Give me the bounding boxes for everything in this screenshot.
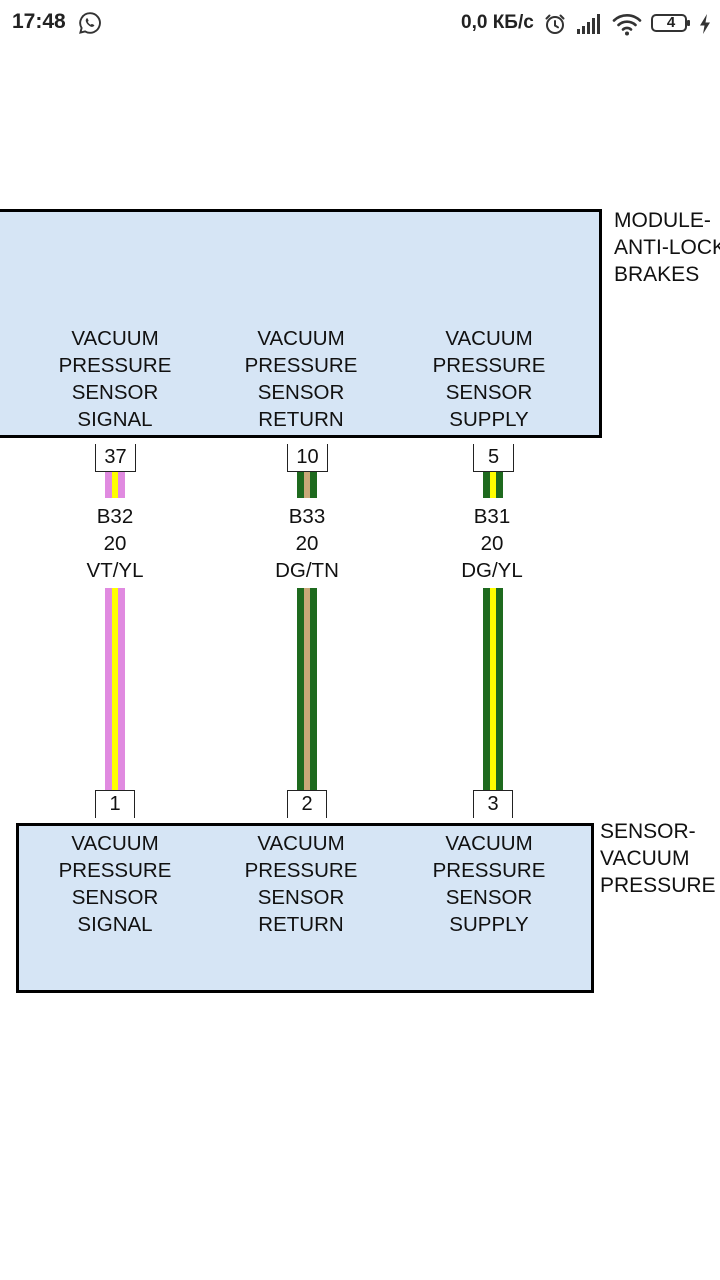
battery-icon xyxy=(651,14,690,32)
sensor-pin-2: 2 xyxy=(287,790,327,818)
abs-module-box xyxy=(0,209,602,438)
wire-circuit: B33 xyxy=(288,505,326,528)
wire-b32-info: B32 20 VT/YL xyxy=(55,503,175,584)
battery-level: 4 xyxy=(666,14,676,31)
wire-b32-upper xyxy=(105,472,125,498)
wire-b33-lower xyxy=(297,588,317,790)
module-pin-5: 5 xyxy=(473,444,514,472)
wifi-icon xyxy=(612,14,642,36)
wire-gauge: 20 xyxy=(103,532,127,555)
wire-b32-lower xyxy=(105,588,125,790)
vacuum-sensor-box xyxy=(16,823,594,993)
module-pin-label-return: VACUUM PRESSURE SENSOR RETURN xyxy=(244,327,358,431)
wire-gauge: 20 xyxy=(295,532,319,555)
wire-circuit: B31 xyxy=(473,505,511,528)
signal-icon xyxy=(577,14,600,34)
wire-color-code: DG/TN xyxy=(275,559,339,582)
module-pin-label-supply: VACUUM PRESSURE SENSOR SUPPLY xyxy=(432,327,546,431)
wire-color-code: VT/YL xyxy=(86,559,144,582)
whatsapp-icon xyxy=(79,12,101,34)
sensor-pin-3: 3 xyxy=(473,790,513,818)
status-time: 17:48 xyxy=(12,10,66,33)
vacuum-sensor-title: SENSOR- VACUUM PRESSURE xyxy=(600,820,716,897)
module-pin-10: 10 xyxy=(287,444,328,472)
wire-b33-info: B33 20 DG/TN xyxy=(247,503,367,584)
wire-gauge: 20 xyxy=(480,532,504,555)
module-pin-37: 37 xyxy=(95,444,136,472)
wire-b33-upper xyxy=(297,472,317,498)
sensor-pin-label-return: VACUUM PRESSURE SENSOR RETURN xyxy=(244,832,358,936)
wire-b31-info: B31 20 DG/YL xyxy=(432,503,552,584)
wire-color-code: DG/YL xyxy=(461,559,523,582)
module-pin-label-signal: VACUUM PRESSURE SENSOR SIGNAL xyxy=(58,327,172,431)
status-bar: 17:48 0,0 КБ/с 4 xyxy=(0,0,720,48)
wire-circuit: B32 xyxy=(96,505,134,528)
wire-b31-upper xyxy=(483,472,503,498)
charging-icon xyxy=(700,14,710,34)
abs-module-title: MODULE- ANTI-LOCK BRAKES xyxy=(614,209,720,286)
alarm-icon xyxy=(545,14,565,34)
wire-b31-lower xyxy=(483,588,503,790)
sensor-pin-label-signal: VACUUM PRESSURE SENSOR SIGNAL xyxy=(58,832,172,936)
network-speed: 0,0 КБ/с xyxy=(461,12,534,33)
sensor-pin-1: 1 xyxy=(95,790,135,818)
sensor-pin-label-supply: VACUUM PRESSURE SENSOR SUPPLY xyxy=(432,832,546,936)
